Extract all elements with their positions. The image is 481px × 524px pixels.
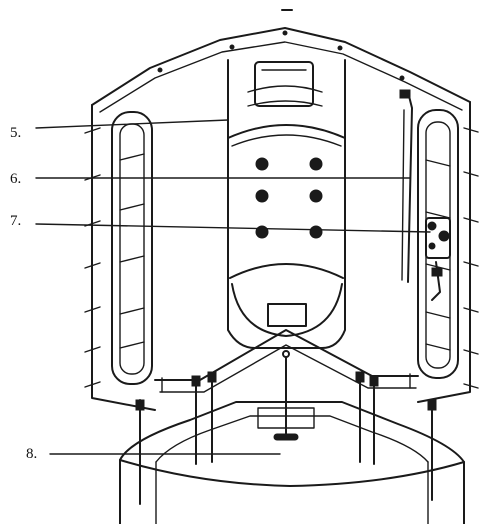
mounting-bolts bbox=[135, 350, 437, 505]
right-screws bbox=[463, 127, 479, 389]
central-column bbox=[227, 59, 346, 349]
left-side-panel bbox=[84, 111, 153, 388]
enclosure-frame bbox=[91, 9, 471, 411]
callout-label-8: 8. bbox=[26, 446, 38, 462]
callout-label-5: 5. bbox=[10, 125, 22, 141]
panel-bottom-edge bbox=[154, 329, 419, 393]
leader-5 bbox=[35, 119, 229, 129]
massage-jets bbox=[255, 157, 323, 239]
shower-tray bbox=[119, 401, 465, 524]
callout-label-6: 6. bbox=[10, 171, 22, 187]
callout-leaders bbox=[35, 119, 431, 455]
callout-label-7: 7. bbox=[10, 213, 22, 229]
shower-rail bbox=[399, 89, 451, 301]
leader-7 bbox=[35, 223, 431, 233]
